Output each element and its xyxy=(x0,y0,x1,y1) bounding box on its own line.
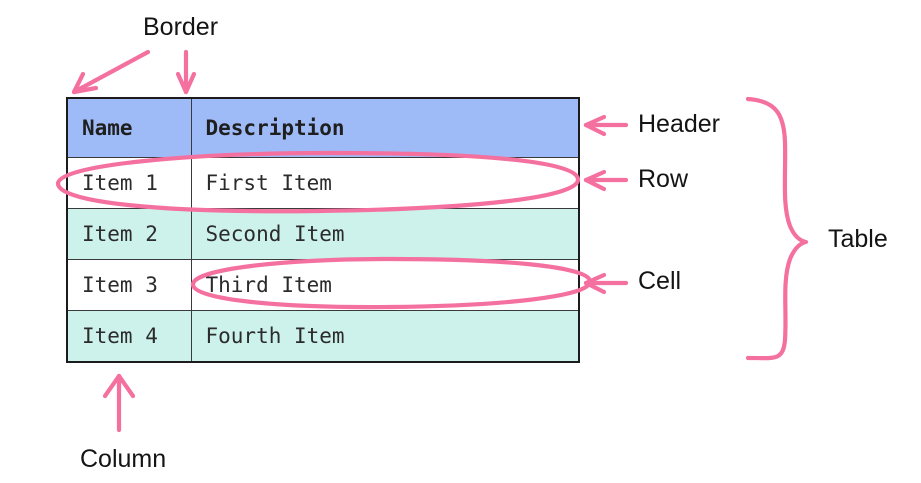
table-brace xyxy=(745,96,809,361)
column-header-name: Name xyxy=(66,97,192,158)
header-arrow xyxy=(583,114,629,137)
cell-arrow xyxy=(583,272,629,295)
cell-name: Item 1 xyxy=(66,157,192,209)
annotation-label-border: Border xyxy=(143,13,219,41)
column-arrow xyxy=(102,373,136,433)
table-body: Item 1 First Item Item 2 Second Item Ite… xyxy=(66,157,580,362)
annotation-label-table: Table xyxy=(828,225,888,253)
border-arrow-diagonal xyxy=(71,49,151,95)
border-arrow-vertical xyxy=(175,49,197,95)
cell-name: Item 2 xyxy=(66,208,192,260)
annotation-label-row: Row xyxy=(638,165,689,193)
cell-name: Item 4 xyxy=(66,310,192,362)
table-container: Name Description Item 1 First Item Item … xyxy=(66,97,580,363)
row-arrow xyxy=(583,169,629,192)
cell-description: Third Item xyxy=(190,259,580,311)
cell-description: Fourth Item xyxy=(190,310,580,362)
table-row: Item 3 Third Item xyxy=(66,259,580,311)
demo-table: Name Description Item 1 First Item Item … xyxy=(66,97,580,363)
annotation-label-header: Header xyxy=(638,110,720,138)
table-row: Item 4 Fourth Item xyxy=(66,310,580,362)
cell-description: Second Item xyxy=(190,208,580,260)
table-header: Name Description xyxy=(66,97,580,158)
table-row: Item 1 First Item xyxy=(66,157,580,209)
cell-name: Item 3 xyxy=(66,259,192,311)
cell-description: First Item xyxy=(190,157,580,209)
column-header-description: Description xyxy=(190,97,580,158)
annotation-label-column: Column xyxy=(80,445,167,473)
header-row: Name Description xyxy=(66,97,580,158)
annotation-label-cell: Cell xyxy=(638,267,682,295)
table-row: Item 2 Second Item xyxy=(66,208,580,260)
